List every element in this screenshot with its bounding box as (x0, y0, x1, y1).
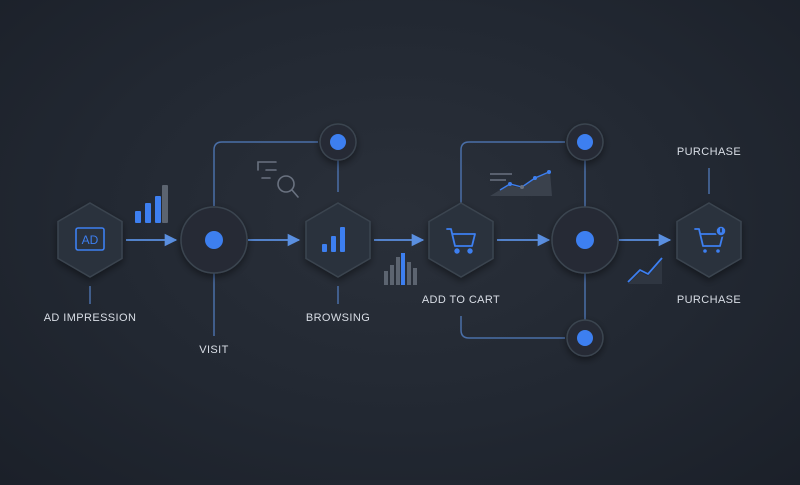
label-add-to-cart: ADD TO CART (421, 294, 501, 306)
branch-node-top-cart[interactable] (566, 123, 604, 161)
label-purchase-bottom: PURCHASE (676, 294, 742, 306)
connector-cart-to-bottom-branch (460, 316, 565, 339)
stage-purchase[interactable] (676, 202, 742, 278)
dot-icon (205, 231, 223, 249)
branch-node-top-visit[interactable] (319, 123, 357, 161)
hexagon-ad-impression (57, 202, 123, 278)
stage-browsing[interactable] (305, 202, 371, 278)
branch-connectors (89, 141, 710, 339)
hexagon-add-to-cart (428, 202, 494, 278)
label-visit: VISIT (199, 344, 229, 356)
line-trend-icon (490, 170, 552, 196)
label-ad-impression: AD IMPRESSION (43, 312, 137, 324)
dot-icon (330, 134, 346, 150)
label-purchase-top: PURCHASE (676, 146, 742, 158)
dot-icon (577, 330, 593, 346)
bar-chart-icon (322, 227, 345, 252)
hexagon-browsing (305, 202, 371, 278)
connector-cart-to-top-branch (460, 141, 565, 206)
dot-icon (576, 231, 594, 249)
cart-with-badge-icon (694, 225, 727, 253)
branch-node-bottom-cart[interactable] (566, 319, 604, 357)
dot-icon (577, 134, 593, 150)
bar-chart-icon (384, 253, 417, 285)
line-trend-icon (627, 257, 663, 284)
label-browsing: BROWSING (305, 312, 371, 324)
hexagon-purchase (676, 202, 742, 278)
stage-decision[interactable] (551, 206, 619, 274)
connector-visit-to-top-branch (213, 141, 318, 206)
bar-chart-icon (135, 185, 168, 223)
stage-add-to-cart[interactable] (428, 202, 494, 278)
ad-badge-icon (75, 227, 105, 251)
stage-visit[interactable] (180, 206, 248, 274)
search-magnifier-icon (257, 161, 299, 198)
shopping-cart-icon (446, 228, 476, 254)
stage-ad-impression[interactable]: AD (57, 202, 123, 278)
ad-badge-text: AD (82, 233, 99, 247)
